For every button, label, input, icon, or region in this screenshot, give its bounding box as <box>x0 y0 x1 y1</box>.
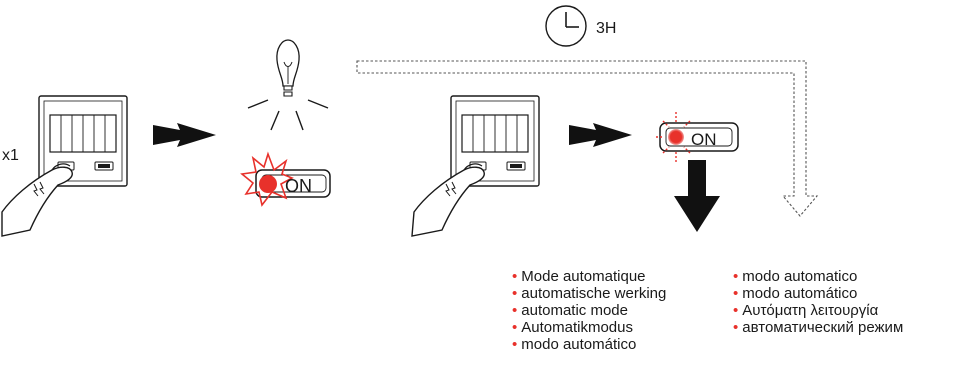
light-bulb-icon <box>247 39 329 131</box>
led-on-label: ON <box>691 130 717 149</box>
mode-names-left: •Mode automatique •automatische werking … <box>512 268 666 353</box>
list-item: •automatic mode <box>512 302 628 319</box>
arrow-right-icon <box>569 123 632 147</box>
led-indicator-icon: ON <box>240 151 331 207</box>
list-item: •modo automático <box>512 336 637 353</box>
list-item: •Αυτόματη λειτουργία <box>733 302 879 319</box>
arrow-down-icon <box>674 160 720 232</box>
list-item: •automatische werking <box>512 285 667 302</box>
press-count-label: x1 <box>2 147 19 164</box>
clock-icon <box>545 5 587 47</box>
duration-label: 3H <box>596 20 617 37</box>
list-item: •Mode automatique <box>512 268 646 285</box>
arrow-right-icon <box>153 123 216 147</box>
list-item: •modo automático <box>733 285 858 302</box>
hand-press-icon <box>411 163 485 237</box>
led-on-label: ON <box>285 176 312 196</box>
list-item: •modo automatico <box>733 268 858 285</box>
led-indicator-icon: ON <box>656 112 739 162</box>
list-item: •Automatikmodus <box>512 319 633 336</box>
list-item: •автоматический режим <box>733 319 904 336</box>
timeout-dashed-arrow <box>356 60 819 217</box>
hand-press-icon <box>1 163 73 237</box>
mode-names-right: •modo automatico •modo automático •Αυτόμ… <box>733 268 903 336</box>
